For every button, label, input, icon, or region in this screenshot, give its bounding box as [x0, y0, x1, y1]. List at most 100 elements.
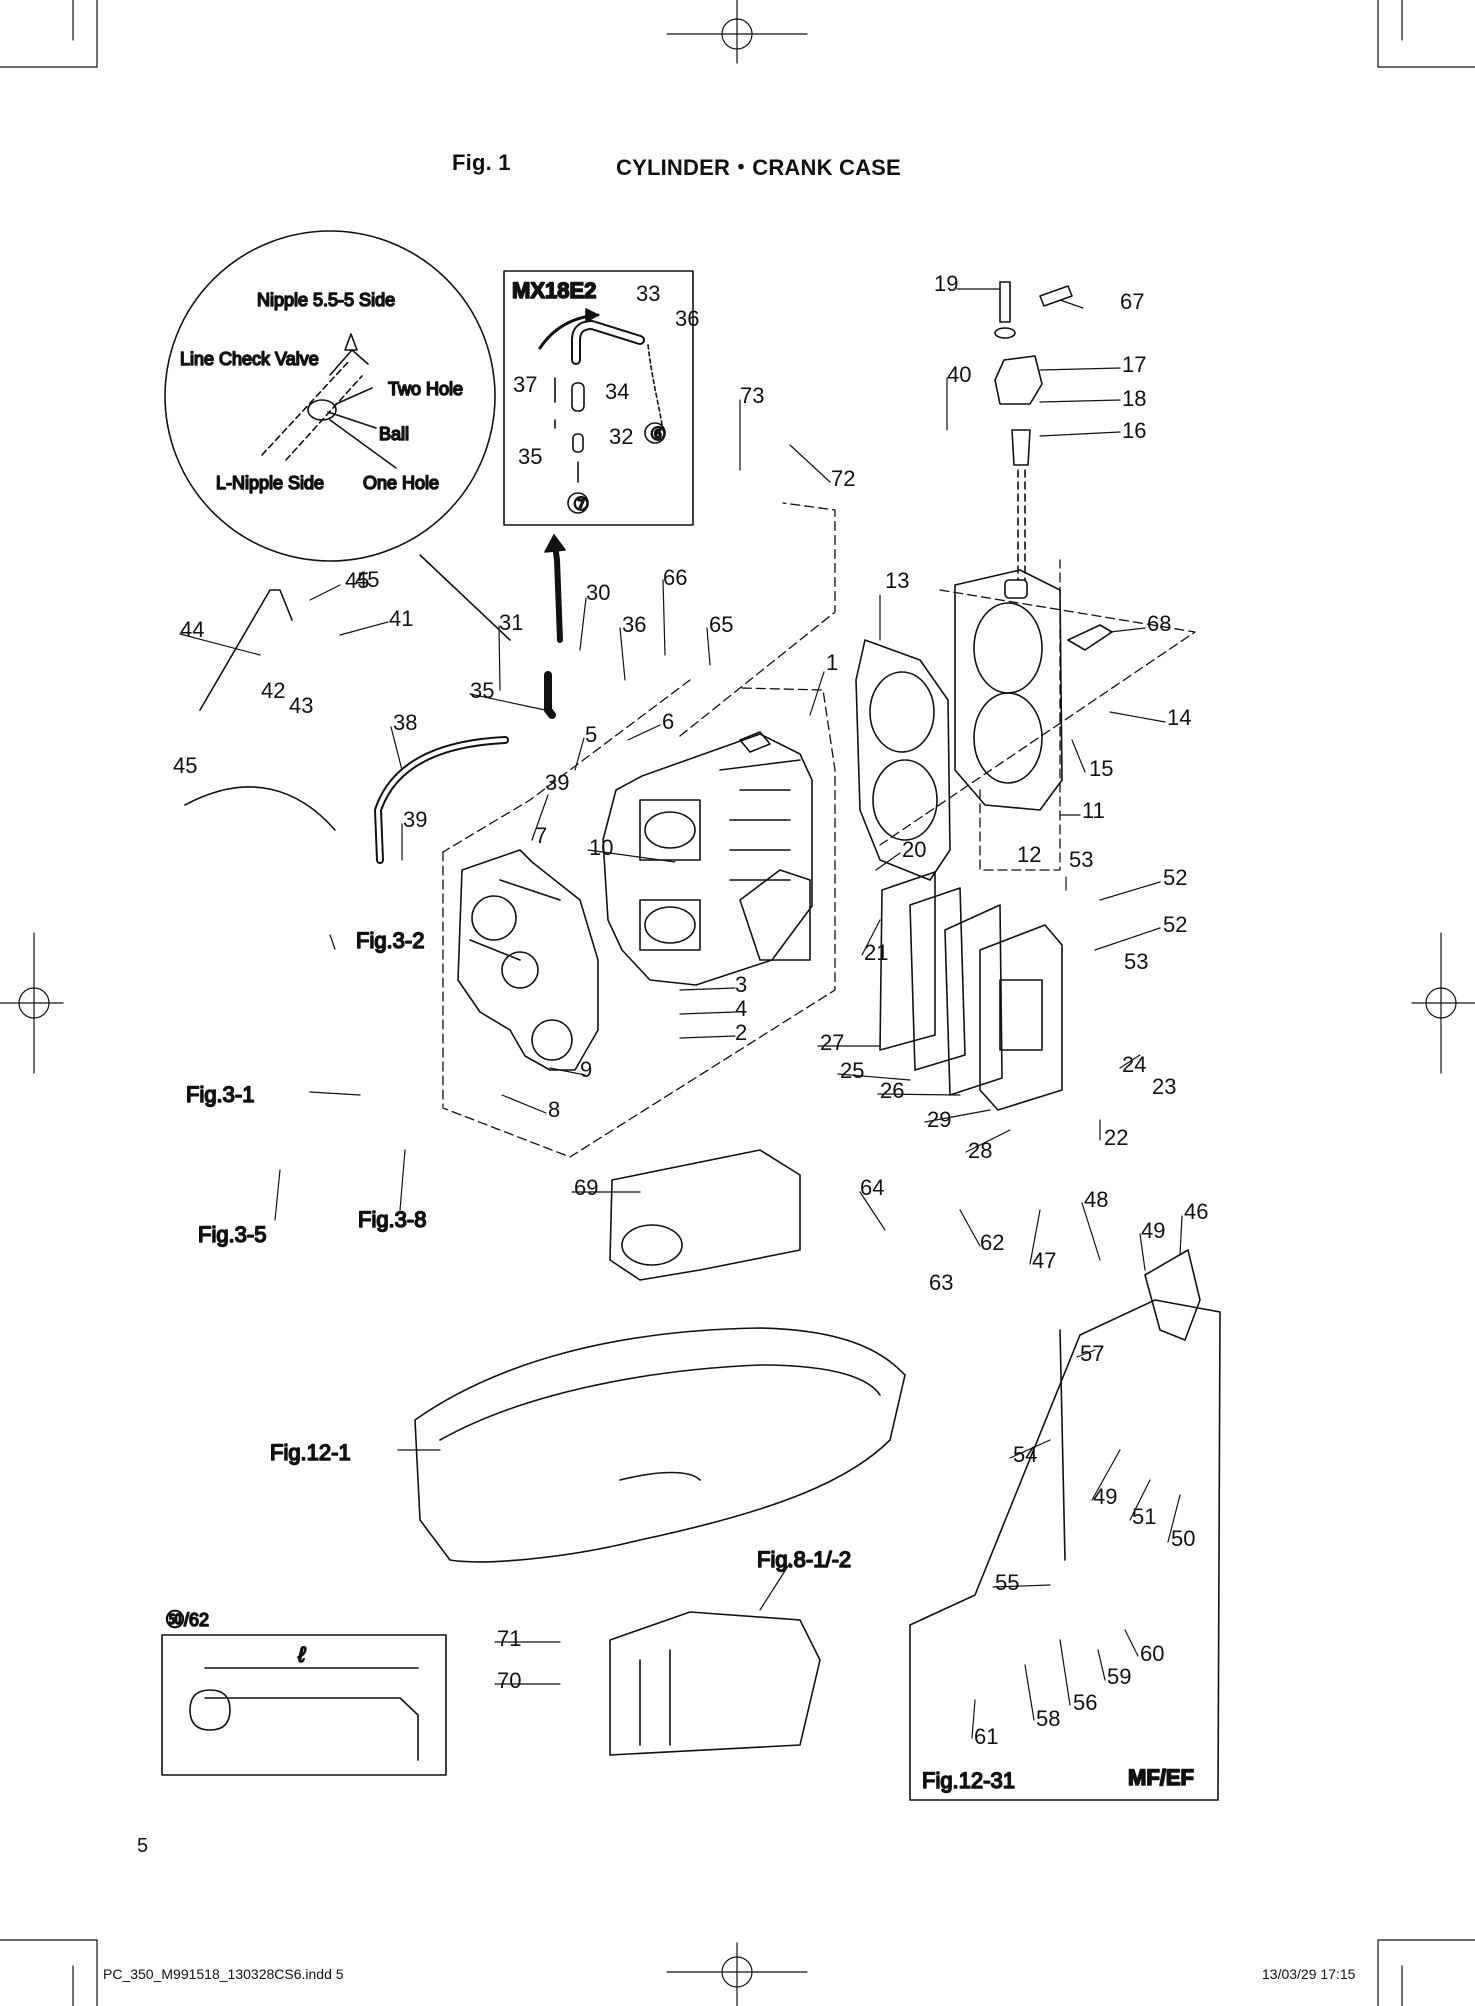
part-number-32: 32: [609, 424, 633, 449]
part-number-64: 64: [860, 1175, 884, 1200]
part-number-65: 65: [709, 612, 733, 637]
leader-lines: [179, 288, 1183, 1739]
mx-circle-6: ⑥: [650, 424, 666, 444]
ref-fig3-5: Fig.3-5: [198, 1222, 266, 1247]
part-number-36: 36: [622, 612, 646, 637]
part-number-24: 24: [1122, 1052, 1146, 1077]
part-number-70: 70: [497, 1668, 521, 1693]
part-number-53: 53: [1069, 847, 1093, 872]
part-number-68: 68: [1147, 611, 1171, 636]
part-number-43: 43: [289, 693, 313, 718]
part-number-51: 51: [1132, 1504, 1156, 1529]
part-number-39: 39: [403, 807, 427, 832]
part-number-6: 6: [662, 709, 674, 734]
part-number-labels: 1234567891011121314151617181920212223242…: [173, 271, 1208, 1749]
check-valve-inset: [164, 230, 511, 641]
part-number-13: 13: [885, 568, 909, 593]
ref-fig3-2: Fig.3-2: [356, 928, 424, 953]
part-number-36: 36: [675, 306, 699, 331]
part-number-61: 61: [974, 1724, 998, 1749]
part-number-55: 55: [995, 1570, 1019, 1595]
valve-two-hole-label: Two Hole: [388, 379, 463, 399]
length-symbol: ℓ: [297, 1642, 306, 1667]
part-number-19: 19: [934, 271, 958, 296]
ref-fig8-1: Fig.8-1/-2: [757, 1547, 851, 1572]
valve-lnipple-label: L-Nipple Side: [216, 473, 324, 493]
part-number-49: 49: [1141, 1218, 1165, 1243]
part-number-67: 67: [1120, 289, 1144, 314]
part-number-39: 39: [545, 770, 569, 795]
ref-fig12-1: Fig.12-1: [270, 1440, 351, 1465]
part-number-66: 66: [663, 565, 687, 590]
exhaust-cover-stack: [879, 871, 1063, 1111]
ref-fig3-1: Fig.3-1: [186, 1082, 254, 1107]
part-number-52: 52: [1163, 865, 1187, 890]
part-number-34: 34: [605, 379, 629, 404]
valve-ball-label: Ball: [379, 424, 409, 444]
length-inset-title: ㊿/62: [166, 1610, 209, 1630]
part-number-57: 57: [1080, 1341, 1104, 1366]
valve-check-label: Line Check Valve: [180, 349, 319, 369]
footer-file: PC_350_M991518_130328CS6.indd 5: [103, 1966, 344, 1982]
part-number-45: 45: [355, 567, 379, 592]
part-number-27: 27: [820, 1030, 844, 1055]
part-number-1: 1: [826, 650, 838, 675]
part-number-35: 35: [470, 678, 494, 703]
part-number-26: 26: [880, 1078, 904, 1103]
part-number-45: 45: [345, 568, 369, 593]
part-number-9: 9: [580, 1057, 592, 1082]
mfef-inset: [909, 1299, 1221, 1801]
part-number-15: 15: [1089, 756, 1113, 781]
part-number-47: 47: [1032, 1248, 1056, 1273]
footer-stamp: 13/03/29 17:15: [1262, 1966, 1356, 1982]
part-number-54: 54: [1013, 1442, 1037, 1467]
part-number-41: 41: [389, 606, 413, 631]
part-number-56: 56: [1073, 1690, 1097, 1715]
part-number-16: 16: [1122, 418, 1146, 443]
part-number-38: 38: [393, 710, 417, 735]
part-number-72: 72: [831, 466, 855, 491]
part-number-21: 21: [864, 940, 888, 965]
part-number-46: 46: [1184, 1199, 1208, 1224]
lower-case: [609, 1611, 821, 1756]
part-number-30: 30: [586, 580, 610, 605]
cylinder-head: [954, 569, 1113, 811]
part-number-73: 73: [740, 383, 764, 408]
head-gasket: [855, 639, 951, 881]
part-number-11: 11: [1082, 798, 1105, 823]
part-number-60: 60: [1140, 1641, 1164, 1666]
crank-case-outline: [442, 502, 1196, 1158]
part-number-44: 44: [180, 617, 204, 642]
part-number-29: 29: [927, 1107, 951, 1132]
part-number-53: 53: [1124, 949, 1148, 974]
part-number-49: 49: [1093, 1484, 1117, 1509]
part-number-5: 5: [585, 722, 597, 747]
thermostat-stack: [994, 281, 1073, 581]
part-number-59: 59: [1107, 1664, 1131, 1689]
part-number-8: 8: [548, 1097, 560, 1122]
part-number-23: 23: [1152, 1074, 1176, 1099]
length-inset: [161, 1634, 447, 1776]
part-number-10: 10: [589, 835, 613, 860]
part-number-50: 50: [1171, 1526, 1195, 1551]
part-number-48: 48: [1084, 1187, 1108, 1212]
ref-fig12-31: Fig.12-31: [922, 1768, 1015, 1793]
figure-number: Fig. 1: [452, 150, 511, 175]
part-number-20: 20: [902, 837, 926, 862]
part-number-35: 35: [518, 444, 542, 469]
part-number-18: 18: [1122, 386, 1146, 411]
mx18e2-title: MX18E2: [512, 278, 596, 303]
figure-title: CYLINDER・CRANK CASE: [616, 155, 901, 180]
valve-one-hole-label: One Hole: [363, 473, 439, 493]
mx-circle-7: ⑦: [573, 494, 589, 514]
part-number-37: 37: [513, 372, 537, 397]
valve-top-label: Nipple 5.5-5 Side: [257, 290, 395, 310]
part-number-52: 52: [1163, 912, 1187, 937]
part-number-12: 12: [1017, 842, 1041, 867]
part-number-17: 17: [1122, 352, 1146, 377]
part-number-63: 63: [929, 1270, 953, 1295]
part-number-62: 62: [980, 1230, 1004, 1255]
